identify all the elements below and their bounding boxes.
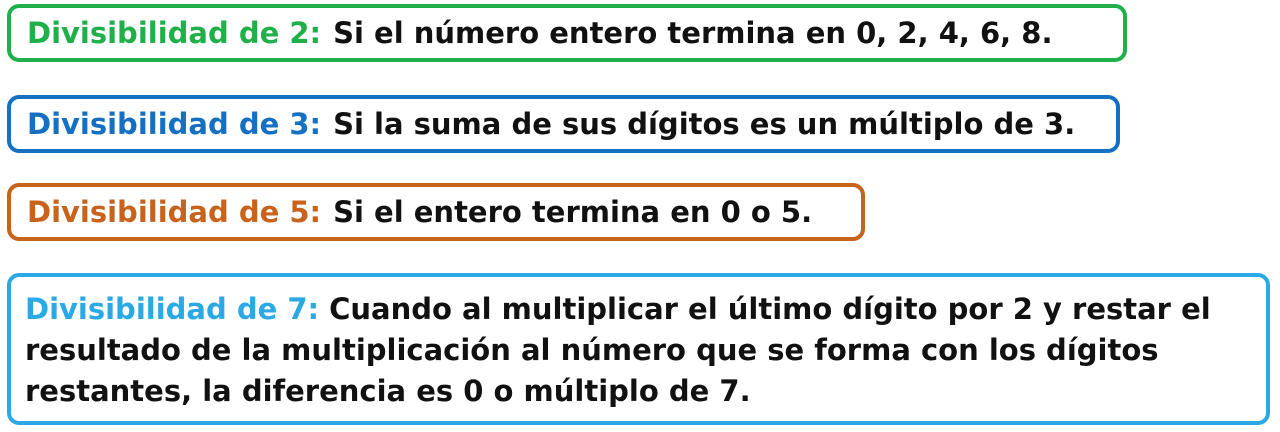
rule-divisibility-2: Divisibilidad de 2: Si el número entero … [7,4,1127,62]
rule-text: Cuando al multiplicar el último dígito p… [25,292,1211,408]
rule-text: Si la suma de sus dígitos es un múltiplo… [333,107,1076,141]
rule-label: Divisibilidad de 2: [27,16,322,50]
rule-label: Divisibilidad de 3: [27,107,322,141]
rule-label: Divisibilidad de 5: [27,195,322,229]
rule-text: Si el número entero termina en 0, 2, 4, … [333,16,1053,50]
rule-divisibility-7: Divisibilidad de 7:Cuando al multiplicar… [7,273,1270,425]
rule-label: Divisibilidad de 7: [25,292,320,326]
rule-text: Si el entero termina en 0 o 5. [333,195,813,229]
rule-divisibility-5: Divisibilidad de 5: Si el entero termina… [7,183,865,241]
rule-divisibility-3: Divisibilidad de 3: Si la suma de sus dí… [7,95,1120,153]
